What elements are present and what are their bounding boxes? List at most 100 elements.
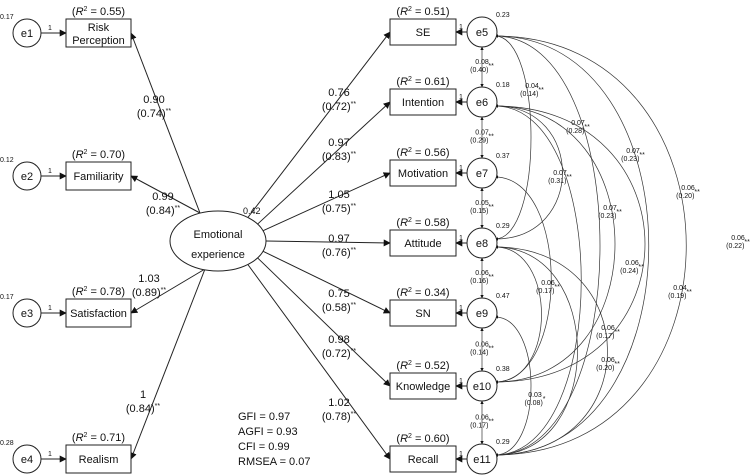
error-path-label: 1	[459, 24, 463, 31]
error-path-label: 1	[459, 451, 463, 458]
loading-path	[130, 268, 206, 314]
cov-value: 0.06	[475, 415, 489, 422]
error-variance: 0.17	[0, 14, 14, 21]
cov-std: (0.14)**	[470, 346, 494, 357]
latent-variance: 0.42	[243, 206, 261, 216]
cov-value: 0.06	[541, 280, 555, 287]
loading-std: (0.78)**	[322, 411, 356, 423]
indicator-label: SN	[415, 308, 430, 320]
indicator-label: Realism	[79, 454, 119, 466]
loading-path	[130, 268, 206, 460]
indicator-se: SE(R2 = 0.51)e50.231	[389, 6, 510, 48]
cov-std: (0.14)**	[520, 87, 544, 98]
error-label: e1	[21, 28, 33, 40]
error-path-label: 1	[459, 94, 463, 101]
loading-std: (0.84)**	[146, 205, 180, 217]
indicator-box	[389, 445, 457, 473]
error-variance: 0.18	[496, 82, 510, 89]
r2-label: (R2 = 0.58)	[396, 217, 449, 229]
cov-std: (0.23)**	[621, 152, 645, 163]
error-variance: 0.12	[0, 157, 14, 164]
r2-label: (R2 = 0.70)	[72, 149, 125, 161]
cov-value: 0.06	[731, 235, 745, 242]
indicator-satisfaction: Satisfaction(R2 = 0.78)e30.171	[0, 286, 132, 328]
error-label: e10	[473, 381, 491, 393]
error-label: e7	[476, 168, 488, 180]
error-label: e9	[476, 308, 488, 320]
error-path-label: 1	[459, 235, 463, 242]
loading-path	[265, 239, 391, 247]
indicator-box	[65, 161, 132, 191]
covariance-arc	[494, 315, 532, 457]
indicator-box	[389, 159, 457, 187]
error-path-label: 1	[48, 25, 52, 32]
fit-gfi: GFI = 0.97	[238, 411, 290, 423]
fit-cfi: CFI = 0.99	[238, 441, 290, 453]
loading-coef: 0.76	[328, 87, 349, 99]
cov-value: 0.07	[553, 170, 567, 177]
cov-value: 0.06	[601, 325, 615, 332]
cov-value: 0.07	[475, 130, 489, 137]
indicator-intention: Intention(R2 = 0.61)e60.181	[389, 76, 510, 118]
error-path-label: 1	[48, 451, 52, 458]
latent-label-line1: Emotional	[194, 229, 243, 241]
indicator-box	[389, 229, 457, 257]
error-label: e5	[476, 27, 488, 39]
loading-path	[130, 175, 201, 214]
fit-rmsea: RMSEA = 0.07	[238, 456, 310, 468]
cov-std: (0.16)**	[470, 274, 494, 285]
loading-path	[262, 172, 391, 232]
r2-label: (R2 = 0.34)	[396, 287, 449, 299]
loading-std: (0.89)**	[132, 287, 166, 299]
fit-agfi: AGFI = 0.93	[238, 426, 298, 438]
indicator-motivation: Motivation(R2 = 0.56)e70.371	[389, 147, 510, 189]
loading-std: (0.76)**	[322, 247, 356, 259]
indicator-label: Intention	[402, 97, 444, 109]
cov-std: (0.22)**	[726, 239, 750, 250]
cov-value: 0.04	[525, 83, 539, 90]
error-variance: 0.38	[496, 366, 510, 373]
error-label: e8	[476, 238, 488, 250]
loading-path	[247, 264, 391, 460]
indicator-sn: SN(R2 = 0.34)e90.471	[389, 287, 510, 329]
cov-value: 0.06	[475, 342, 489, 349]
cov-std: (0.17)**	[536, 284, 560, 295]
covariance-arc	[494, 245, 578, 457]
cov-value: 0.07	[603, 205, 617, 212]
r2-label: (R2 = 0.61)	[396, 76, 449, 88]
covariance-arc	[494, 34, 687, 457]
loading-std: (0.58)**	[322, 302, 356, 314]
covariance-arc	[494, 34, 601, 457]
cov-value: 0.03	[528, 392, 542, 399]
error-path-label: 1	[459, 305, 463, 312]
indicator-label: Perception	[72, 35, 125, 47]
cov-value: 0.07	[626, 148, 640, 155]
cov-std: (0.17)**	[596, 329, 620, 340]
latent-label-line2: experience	[191, 249, 245, 261]
r2-label: (R2 = 0.52)	[396, 360, 449, 372]
covariance-arc	[494, 34, 649, 457]
covariance-arc	[494, 104, 582, 457]
cov-value: 0.04	[673, 285, 687, 292]
cov-std: (0.08)*	[524, 396, 545, 407]
error-label: e4	[21, 454, 33, 466]
loading-std: (0.75)**	[322, 203, 356, 215]
indicator-box	[389, 18, 457, 46]
error-variance: 0.37	[496, 153, 510, 160]
indicator-attitude: Attitude(R2 = 0.58)e80.291	[389, 217, 510, 259]
loading-coef: 0.75	[328, 288, 349, 300]
cov-std: (0.17)**	[470, 419, 494, 430]
r2-label: (R2 = 0.56)	[396, 147, 449, 159]
structural-paths: 0.90(0.74)**0.99(0.84)**1.03(0.89)**1(0.…	[126, 31, 391, 460]
error-covariances: 0.08(0.40)**0.07(0.29)**0.05(0.15)**0.06…	[470, 34, 750, 457]
cov-value: 0.06	[625, 260, 639, 267]
indicator-label: Attitude	[404, 238, 441, 250]
covariance-arc	[494, 104, 646, 384]
indicator-box	[65, 444, 132, 474]
cov-std: (0.20)**	[676, 189, 700, 200]
indicator-label: Knowledge	[396, 381, 450, 393]
cov-value: 0.08	[475, 59, 489, 66]
loading-coef: 1.05	[328, 189, 349, 201]
